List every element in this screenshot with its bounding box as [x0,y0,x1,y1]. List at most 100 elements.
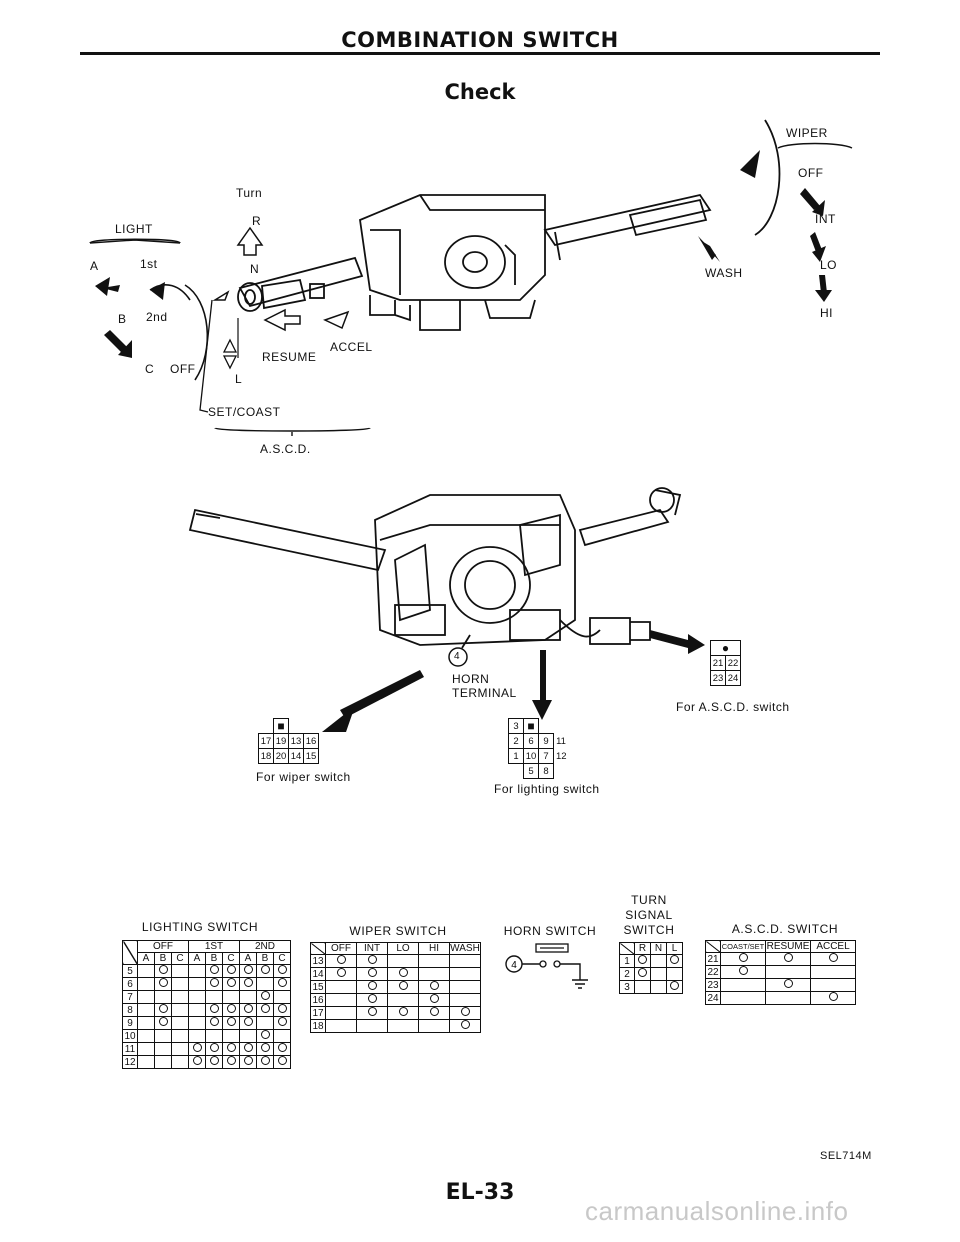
continuity-dot [273,964,291,978]
table-cell [449,954,481,968]
table-cell [137,1055,155,1069]
continuity-dot [273,1055,291,1069]
continuity-dot-mark [243,965,253,974]
turn-n-label: N [250,262,260,276]
set-coast-label: SET/COAST [208,405,281,419]
continuity-dot [222,977,240,991]
continuity-dot-mark [192,1043,202,1052]
light-off-label: OFF [170,362,196,376]
wash-label: WASH [705,266,743,280]
figure-code: SEL714M [820,1150,872,1162]
continuity-dot-mark [638,968,647,977]
table-row: 9 [122,1016,291,1030]
continuity-dot-mark [398,981,408,990]
continuity-dot [325,967,357,981]
table-cell [171,1042,189,1056]
continuity-dot [720,952,766,966]
lighting-pin: 2 [508,733,524,749]
light-2nd-label: 2nd [146,310,168,324]
continuity-dot-mark [277,965,287,974]
continuity-dot-mark [367,981,377,990]
continuity-dot-mark [460,1007,470,1016]
continuity-dot-mark [336,968,346,977]
continuity-dot-mark [277,1043,287,1052]
table-row: 18 [310,1019,481,1033]
row-label: 14 [310,967,326,981]
continuity-dot-mark [670,981,679,990]
table-header: 1ST [188,940,240,953]
row-label: 24 [705,991,721,1005]
table-header: COAST/SET [720,940,766,953]
continuity-dot-mark [277,1017,287,1026]
horn-switch-terminal: 4 [511,960,517,971]
continuity-dot [239,1003,257,1017]
continuity-dot [666,954,683,968]
table-cell [154,990,172,1004]
table-row: 11 [122,1042,291,1056]
table-cell [256,977,274,991]
table-cell [188,990,206,1004]
table-cell [171,990,189,1004]
continuity-dot-mark [429,981,439,990]
table-header: WASH [449,942,481,955]
table-cell [137,990,155,1004]
continuity-dot [256,1003,274,1017]
continuity-dot-mark [367,955,377,964]
continuity-dot-mark [243,1017,253,1026]
table-cell [205,1029,223,1043]
table-cell [810,965,856,979]
wiper-pin: 17 [258,733,274,749]
table-cell [154,1029,172,1043]
continuity-dot [325,954,357,968]
table-cell [720,978,766,992]
lever-knob [237,282,263,312]
table-header: OFF [325,942,357,955]
row-label: 2 [619,967,635,981]
continuity-dot-mark [429,1007,439,1016]
table-cell [188,977,206,991]
lighting-pin: 7 [538,748,554,764]
continuity-dot [765,978,811,992]
wiper-off-label: OFF [798,166,824,180]
continuity-dot [239,964,257,978]
table-cell [171,1029,189,1043]
table-cell [188,1029,206,1043]
wiper-int-label: INT [815,212,836,226]
table-cell [325,1019,357,1033]
continuity-dot [356,954,388,968]
table-row: 5 [122,964,291,978]
continuity-dot [256,964,274,978]
horn-terminal-number: 4 [454,651,460,662]
table-cell [154,1055,172,1069]
continuity-dot [273,1003,291,1017]
table-cell [205,990,223,1004]
continuity-dot-mark [260,1043,270,1052]
row-label: 15 [310,980,326,994]
table-header: N [650,942,667,955]
switch-body [359,194,546,301]
table-cell [137,977,155,991]
continuity-dot-mark [209,965,219,974]
page-title: COMBINATION SWITCH [341,28,619,52]
wiper-pin: 13 [288,733,304,749]
table-row: 1 [619,954,683,968]
table-row: 13 [310,954,481,968]
continuity-dot [418,993,450,1007]
continuity-dot [222,1055,240,1069]
continuity-dot-mark [209,1004,219,1013]
continuity-dot [256,1055,274,1069]
horn-switch-symbol: 4 [505,943,588,989]
continuity-dot-mark [158,1004,168,1013]
continuity-dot-mark [158,978,168,987]
wiper-lo-label: LO [820,258,838,272]
table-subheader: C [171,952,189,965]
continuity-dot [222,1042,240,1056]
row-label: 11 [122,1042,138,1056]
continuity-dot [810,952,856,966]
table-row: 21 [705,952,856,966]
lighting-pin: 1 [508,748,524,764]
